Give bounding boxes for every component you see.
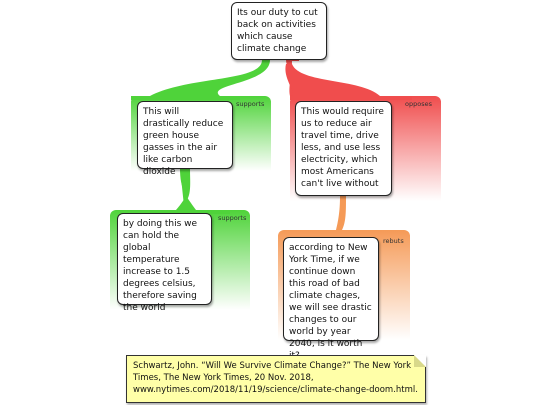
connector-oppose-1-main (285, 64, 412, 100)
support-2-node[interactable]: by doing this we can hold the global tem… (117, 213, 212, 313)
root-claim-node[interactable]: Its our duty to cut back on activities w… (231, 2, 327, 60)
oppose-1-text: This would require us to reduce air trav… (301, 107, 384, 189)
support-1-label: supports (236, 100, 265, 108)
oppose-1-node[interactable]: This would require us to reduce air trav… (295, 101, 392, 196)
citation-note[interactable]: Schwartz, John. “Will We Survive Climate… (126, 355, 426, 403)
citation-fold-corner (414, 355, 426, 367)
support-2-text: by doing this we can hold the global tem… (123, 219, 198, 313)
rebut-1-text: according to New York Time, if we contin… (289, 243, 372, 361)
connector-support-2-fan (150, 168, 230, 214)
rebut-1-node[interactable]: according to New York Time, if we contin… (283, 237, 379, 361)
oppose-1-label: opposes (405, 100, 432, 108)
connector-support-1 (131, 60, 270, 100)
rebut-1-label: rebuts (383, 237, 404, 245)
citation-text: Schwartz, John. “Will We Survive Climate… (133, 361, 418, 395)
support-1-node[interactable]: This will drastically reduce green house… (137, 101, 233, 177)
support-1-text: This will drastically reduce green house… (143, 107, 224, 177)
connector-rebut-1 (336, 196, 346, 230)
support-2-label: supports (218, 214, 247, 222)
root-claim-text: Its our duty to cut back on activities w… (237, 8, 318, 54)
